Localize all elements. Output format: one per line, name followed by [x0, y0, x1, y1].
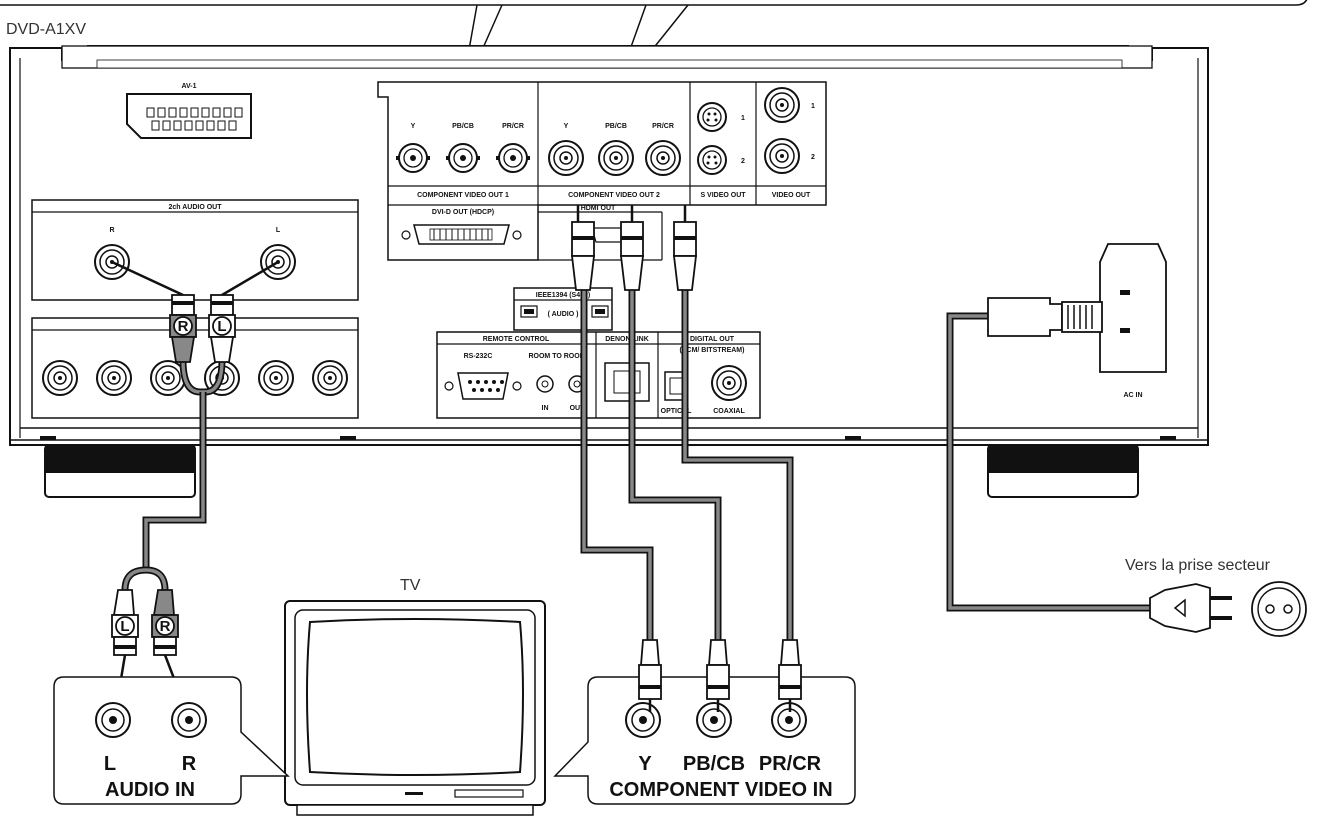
video-num-1: 1 [811, 103, 815, 110]
av1-scart-connector: AV-1 [126, 83, 252, 139]
tv-audio-in-caption: AUDIO IN [105, 779, 195, 801]
mc-jack-sl [312, 360, 348, 396]
comp2-pb-label: PB/CB [605, 123, 627, 130]
audio-2ch-right-label: R [109, 227, 114, 234]
plug-bottom-left-label: L [120, 618, 129, 635]
tv-comp-pb-label: PB/CB [683, 753, 745, 775]
comp2-y-label: Y [564, 123, 569, 130]
audio-2ch-left-label: L [276, 227, 281, 234]
mc-jack-fr [42, 360, 78, 396]
tv-audio-left-jack [95, 702, 131, 738]
audio-2ch-panel: 2ch AUDIO OUT R L [31, 199, 359, 301]
mc-jack-sr [258, 360, 294, 396]
audio-2ch-caption: 2ch AUDIO OUT [168, 204, 222, 211]
audio-plugs-bottom: L R [111, 589, 190, 716]
dvi-connector [401, 224, 522, 245]
comp2-pr-label: PR/CR [652, 123, 674, 130]
s-video-jack-1 [697, 102, 727, 132]
tv-component-in-caption: COMPONENT VIDEO IN [609, 779, 832, 801]
tv-set [284, 600, 546, 816]
ieee1394-caption: IEEE1394 (S400) [536, 292, 590, 299]
video-num-2: 2 [811, 154, 815, 161]
power-label: Vers la prise secteur [1125, 557, 1271, 574]
comp1-y-label: Y [411, 123, 416, 130]
component-plugs-top [570, 205, 698, 291]
room-to-room-label: ROOM TO ROOM [528, 353, 585, 360]
ac-inlet: AC IN [1099, 243, 1167, 399]
room-to-room-in-jack [536, 375, 554, 393]
tv-audio-right-label: R [182, 753, 197, 775]
remote-caption: REMOTE CONTROL [483, 336, 550, 343]
tv-comp-y-label: Y [638, 753, 652, 775]
digital-out-caption: DIGITAL OUT [690, 336, 735, 343]
s-video-num-1: 1 [741, 115, 745, 122]
tv-comp-y-jack [625, 702, 661, 738]
component-video-cables [580, 290, 794, 640]
room-in-label: IN [542, 405, 549, 412]
control-panel: REMOTE CONTROL RS-232C ROOM TO ROOM IN O… [436, 331, 761, 419]
comp1-pr-label: PR/CR [502, 123, 524, 130]
dvi-caption: DVI-D OUT (HDCP) [432, 209, 494, 216]
wall-outlet [1251, 581, 1307, 637]
tv-comp-pb-jack [696, 702, 732, 738]
video-jack-1 [764, 87, 800, 123]
digital-out-sub: (PCM/ BITSTREAM) [680, 347, 745, 354]
ac-in-label: AC IN [1123, 392, 1142, 399]
comp2-caption: COMPONENT VIDEO OUT 2 [568, 192, 660, 199]
tv-comp-pr-label: PR/CR [759, 753, 822, 775]
comp1-pb-label: PB/CB [452, 123, 474, 130]
tv-label: TV [400, 577, 421, 594]
video-caption: VIDEO OUT [772, 192, 811, 199]
rs232c-port [444, 372, 522, 400]
tv-component-in-panel: Y PB/CB PR/CR COMPONENT VIDEO IN [553, 676, 856, 805]
tv-audio-right-jack [171, 702, 207, 738]
coaxial-label: COAXIAL [713, 408, 745, 415]
room-out-label: OUT [570, 405, 586, 412]
s-video-jack-2 [697, 145, 727, 175]
tv-audio-left-label: L [104, 753, 116, 775]
audio-plugs-top: R L [169, 294, 236, 363]
hdmi-caption: HDMI OUT [581, 205, 616, 212]
ieee1394-audio: ( AUDIO ) [548, 311, 579, 318]
rs232c-label: RS-232C [464, 353, 493, 360]
av1-label: AV-1 [181, 83, 196, 90]
power-cable [946, 297, 1150, 612]
comp1-caption: COMPONENT VIDEO OUT 1 [417, 192, 509, 199]
coaxial-jack [711, 365, 747, 401]
comp2-y-jack [548, 140, 584, 176]
plug-top-right-label: R [178, 318, 189, 335]
mc-jack-fl [96, 360, 132, 396]
comp2-pr-jack [645, 140, 681, 176]
audio-cable [111, 260, 279, 591]
plug-bottom-right-label: R [160, 618, 171, 635]
tv-audio-in-panel: L R AUDIO IN [53, 676, 290, 805]
s-video-caption: S VIDEO OUT [700, 192, 746, 199]
model-label: DVD-A1XV [6, 21, 86, 38]
comp2-pb-jack [598, 140, 634, 176]
denon-link-label: DENON LINK [605, 336, 649, 343]
optical-label: OPTICAL [661, 408, 692, 415]
video-jack-2 [764, 138, 800, 174]
callout-bubble [0, 0, 1308, 6]
ieee1394-panel: IEEE1394 (S400) ( AUDIO ) [513, 287, 613, 331]
component-plugs-bottom [638, 639, 802, 712]
plug-top-left-label: L [217, 318, 226, 335]
s-video-num-2: 2 [741, 158, 745, 165]
power-plug [1149, 583, 1232, 633]
